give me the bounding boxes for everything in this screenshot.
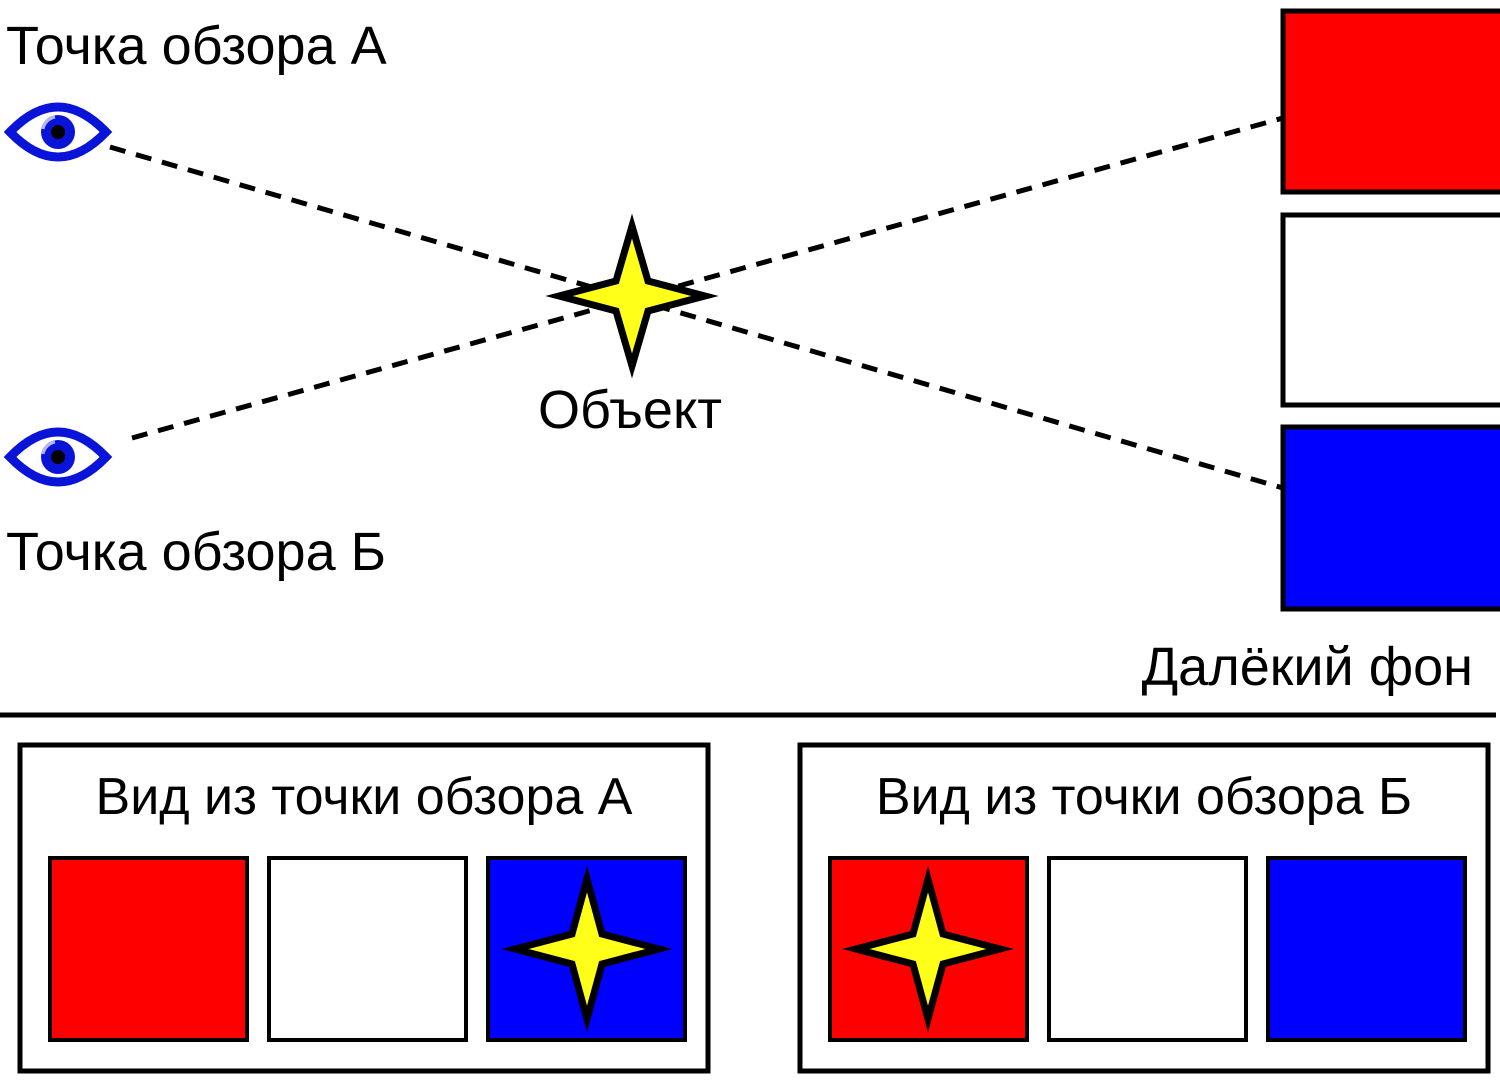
view-b-tile-white: [1047, 856, 1248, 1042]
view-panel-a: Вид из точки обзора А: [17, 742, 711, 1074]
view-a-tile-white: [267, 856, 468, 1042]
background-stripe-white: [1280, 212, 1500, 408]
view-a-tile-red: [48, 856, 249, 1042]
viewpoint-b-label: Точка обзора Б: [6, 522, 386, 582]
view-b-star-icon: [842, 865, 1014, 1033]
eye-icon: [3, 102, 113, 162]
background-stripe-blue: [1280, 424, 1500, 612]
view-a-star-icon: [501, 865, 673, 1033]
sight-line-b: [131, 115, 1284, 441]
eye-icon: [3, 427, 113, 487]
view-b-title: Вид из точки обзора Б: [876, 768, 1412, 826]
view-b-tile-blue: [1266, 856, 1467, 1042]
background-stripe-red: [1280, 8, 1500, 195]
object-star-icon: [545, 213, 719, 379]
viewpoint-a-label: Точка обзора А: [6, 16, 387, 76]
view-a-title: Вид из точки обзора А: [96, 768, 633, 826]
sight-line-a: [109, 144, 1284, 491]
background-label: Далёкий фон: [1142, 637, 1473, 697]
object-label: Объект: [538, 380, 722, 440]
view-panel-b: Вид из точки обзора Б: [797, 742, 1491, 1074]
